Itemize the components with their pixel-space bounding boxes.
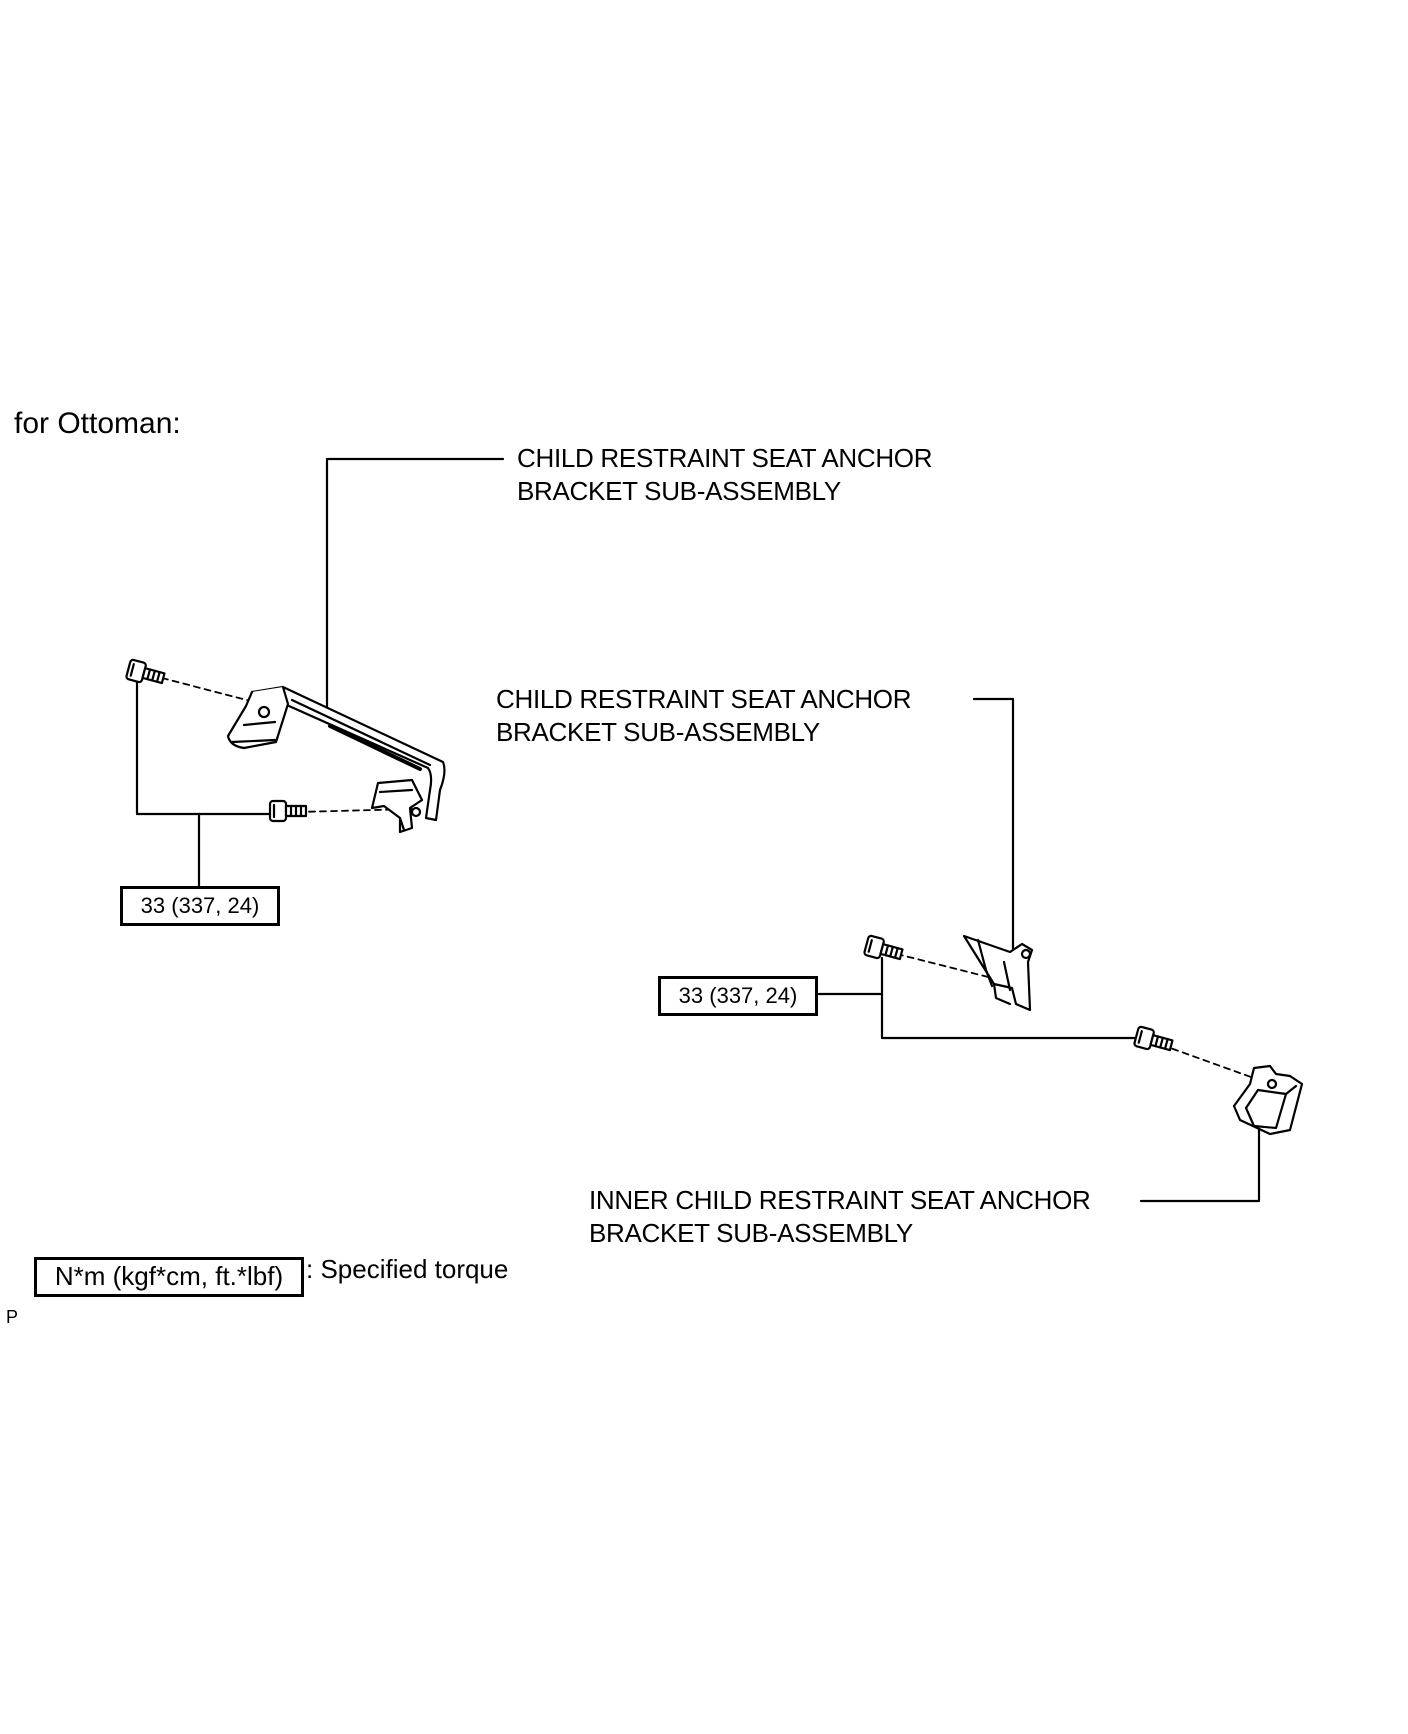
torque-unit-legend-box: N*m (kgf*cm, ft.*lbf) (34, 1257, 304, 1297)
section-heading: for Ottoman: (14, 407, 181, 440)
bolt-left-lower (268, 799, 308, 823)
label-right-bracket-line1: CHILD RESTRAINT SEAT ANCHOR (496, 684, 912, 714)
long-anchor-bracket (226, 685, 446, 834)
label-inner-bracket-line1: INNER CHILD RESTRAINT SEAT ANCHOR (589, 1185, 1091, 1215)
leader-left-bolts (135, 680, 281, 816)
leader-right-bracket (972, 697, 1015, 957)
torque-spec-right: 33 (337, 24) (658, 976, 818, 1016)
torque-spec-left: 33 (337, 24) (120, 886, 280, 926)
bolt-right-upper (863, 934, 904, 961)
leader-inner-bracket (1139, 1126, 1261, 1203)
right-anchor-bracket (962, 934, 1034, 1012)
label-inner-bracket-line2: BRACKET SUB-ASSEMBLY (589, 1218, 913, 1248)
label-upper-bracket-line1: CHILD RESTRAINT SEAT ANCHOR (517, 443, 933, 473)
leader-right-bolts (880, 956, 1142, 1040)
bolt-left-upper (125, 658, 166, 685)
figure-code: P (6, 1307, 19, 1327)
leader-upper-bracket (325, 457, 505, 710)
bolt-right-lower (1133, 1025, 1174, 1052)
torque-unit-legend-text: : Specified torque (306, 1254, 509, 1284)
label-upper-bracket-line2: BRACKET SUB-ASSEMBLY (517, 476, 841, 506)
inner-anchor-bracket (1232, 1064, 1304, 1136)
label-right-bracket-line2: BRACKET SUB-ASSEMBLY (496, 717, 820, 747)
